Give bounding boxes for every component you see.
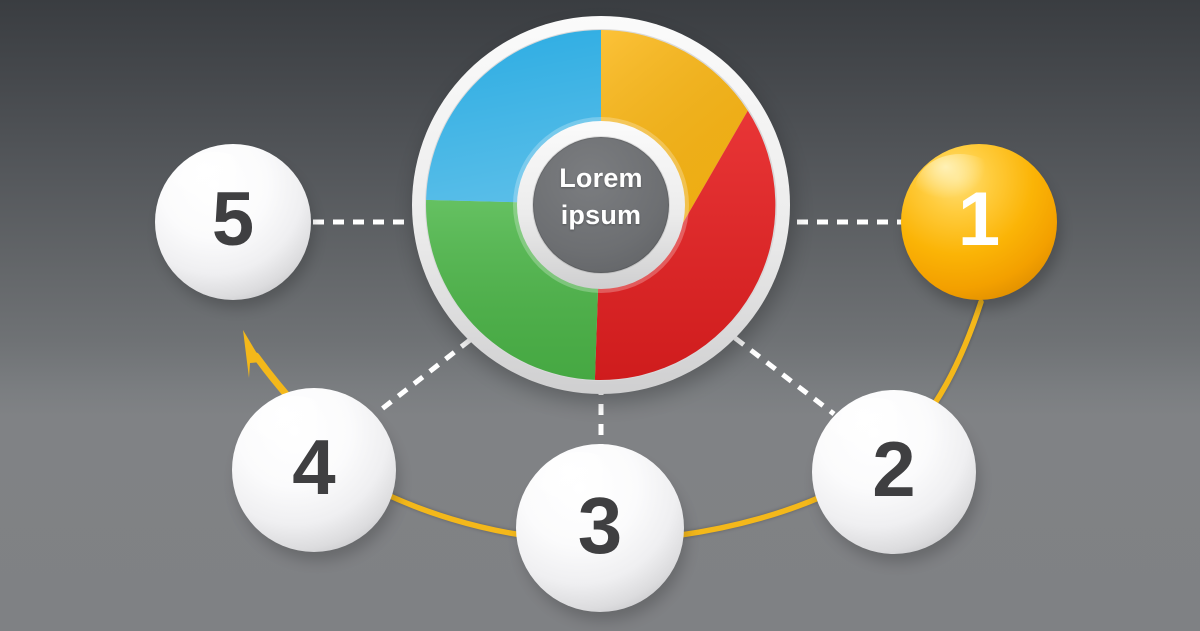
donut-chart (412, 16, 794, 403)
dash-connector-4 (376, 338, 472, 414)
center-label-line-2: ipsum (560, 200, 642, 231)
donut-segment-green-sheen (426, 199, 599, 380)
donut-segment-red-sheen (594, 110, 776, 380)
node-5-highlight (169, 152, 261, 228)
donut-segments (426, 30, 776, 380)
flow-arrowhead-icon (243, 330, 262, 378)
node-sphere-5[interactable] (155, 144, 314, 308)
node-sphere-4[interactable] (232, 388, 399, 561)
node-1-highlight (915, 154, 1005, 226)
dashed-connectors (313, 219, 902, 452)
node-2-highlight (827, 398, 923, 478)
donut-segment-yellow-sheen (601, 30, 748, 249)
donut-hub (533, 137, 669, 273)
node-4-highlight (247, 396, 343, 476)
node-sphere-2[interactable] (812, 390, 979, 563)
node-sphere-1[interactable] (901, 144, 1060, 309)
donut-center-label: Lorem ipsum (521, 160, 681, 235)
node-sphere-3[interactable] (516, 444, 687, 621)
flow-path (315, 299, 984, 544)
dash-connector-2 (733, 336, 836, 416)
center-label-line-1: Lorem (559, 163, 643, 193)
donut-hub-shade (532, 136, 670, 274)
node-3-highlight (531, 452, 629, 534)
donut-segment-blue-sheen (426, 30, 601, 203)
